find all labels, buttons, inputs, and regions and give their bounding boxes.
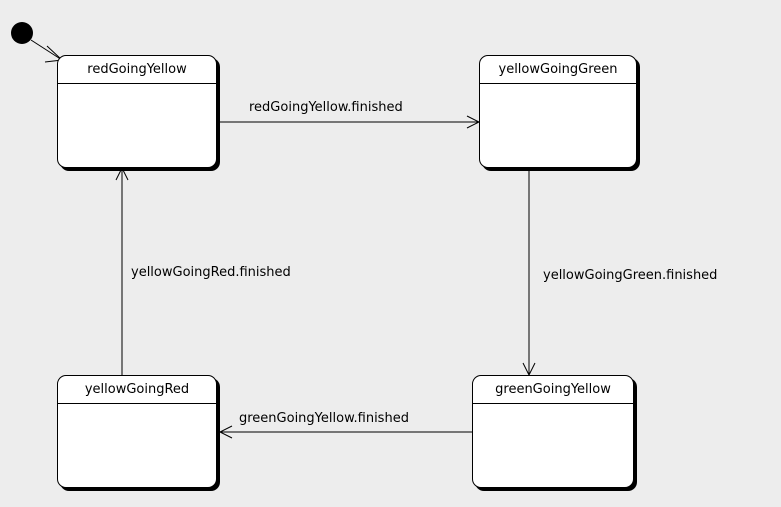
transition-greenGoingYellow-to-yellowGoingRed — [218, 425, 472, 439]
transition-label-greenGoingYellow-finished: greenGoingYellow.finished — [239, 411, 409, 426]
state-label: yellowGoingRed — [84, 382, 190, 397]
state-title-band: redGoingYellow — [58, 56, 216, 84]
transition-label-yellowGoingGreen-finished: yellowGoingGreen.finished — [543, 268, 718, 283]
state-label: greenGoingYellow — [495, 382, 611, 397]
state-label: redGoingYellow — [87, 62, 187, 77]
transition-yellowGoingGreen-to-greenGoingYellow — [522, 171, 536, 377]
state-label: yellowGoingGreen — [498, 62, 618, 77]
state-node-yellowGoingRed[interactable]: yellowGoingRed — [57, 375, 217, 488]
initial-pseudostate-dot — [11, 22, 33, 44]
transition-label-redGoingYellow-finished: redGoingYellow.finished — [249, 100, 403, 115]
state-title-band: yellowGoingGreen — [480, 56, 636, 84]
transition-redGoingYellow-to-yellowGoingGreen — [217, 115, 481, 129]
state-node-greenGoingYellow[interactable]: greenGoingYellow — [472, 375, 634, 488]
state-node-yellowGoingGreen[interactable]: yellowGoingGreen — [479, 55, 637, 168]
state-node-redGoingYellow[interactable]: redGoingYellow — [57, 55, 217, 168]
state-title-band: yellowGoingRed — [58, 376, 216, 404]
state-title-band: greenGoingYellow — [473, 376, 633, 404]
transition-label-yellowGoingRed-finished: yellowGoingRed.finished — [131, 265, 291, 280]
transition-yellowGoingRed-to-redGoingYellow — [115, 166, 129, 375]
